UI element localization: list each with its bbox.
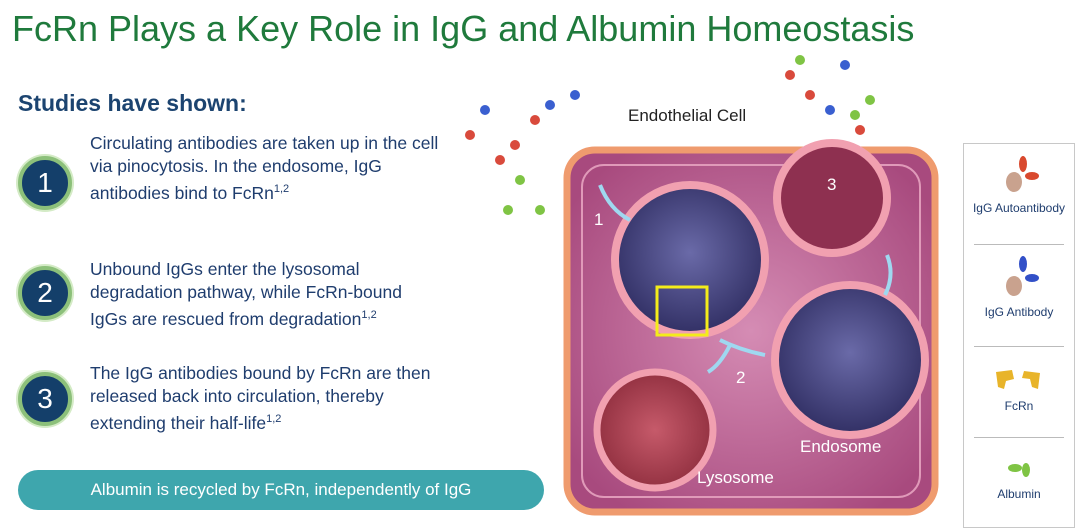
slide-title: FcRn Plays a Key Role in IgG and Albumin… (12, 8, 915, 49)
highlight-box (655, 285, 709, 337)
step-text-body: Circulating antibodies are taken up in t… (90, 133, 439, 203)
marker-1: 1 (594, 210, 604, 229)
arrow-icon (706, 344, 732, 374)
arrow-icon (883, 254, 893, 296)
cell-label: Endothelial Cell (628, 106, 747, 125)
marker-3: 3 (827, 175, 837, 194)
lysosome (593, 368, 717, 492)
reference: 1,2 (266, 413, 282, 425)
reference: 1,2 (273, 183, 290, 195)
endosome-1 (611, 181, 769, 339)
step-text: The IgG antibodies bound by FcRn are the… (90, 362, 440, 435)
legend-label: IgG Antibody (984, 305, 1054, 319)
endosome-label: Endosome (800, 437, 882, 456)
arrow-icon (719, 338, 766, 357)
fcrn-cell-diagram (465, 55, 939, 516)
legend-label: FcRn (1004, 399, 1034, 413)
arrow-icon (598, 184, 631, 222)
igg-autoantibody-icon (1006, 156, 1039, 192)
step-text: Unbound IgGs enter the lysosomal degrada… (90, 258, 440, 331)
endosome-2 (771, 281, 929, 439)
marker-2: 2 (736, 368, 746, 387)
albumin-icon (1008, 463, 1030, 477)
legend-label: IgG Autoantibody (972, 201, 1066, 215)
reference: 1,2 (361, 309, 377, 321)
fcrn-icon (996, 370, 1040, 389)
subheading: Studies have shown: (18, 90, 247, 116)
step-number-badge: 1 (18, 156, 72, 210)
circulating-antibodies (465, 55, 875, 215)
lysosome-label: Lysosome (697, 468, 774, 487)
step-text-body: The IgG antibodies bound by FcRn are the… (90, 363, 431, 433)
step-text-body: Unbound IgGs enter the lysosomal degrada… (90, 259, 402, 329)
step-text: Circulating antibodies are taken up in t… (90, 132, 440, 205)
albumin-callout: Albumin is recycled by FcRn, independent… (18, 470, 544, 510)
igg-antibody-icon (1006, 256, 1039, 296)
step-number-badge: 3 (18, 372, 72, 426)
recycling-vesicle (773, 139, 891, 257)
step-number-badge: 2 (18, 266, 72, 320)
legend-label: Albumin (997, 487, 1041, 501)
legend: IgG Autoantibody IgG Antibody FcRn Album… (963, 143, 1075, 528)
